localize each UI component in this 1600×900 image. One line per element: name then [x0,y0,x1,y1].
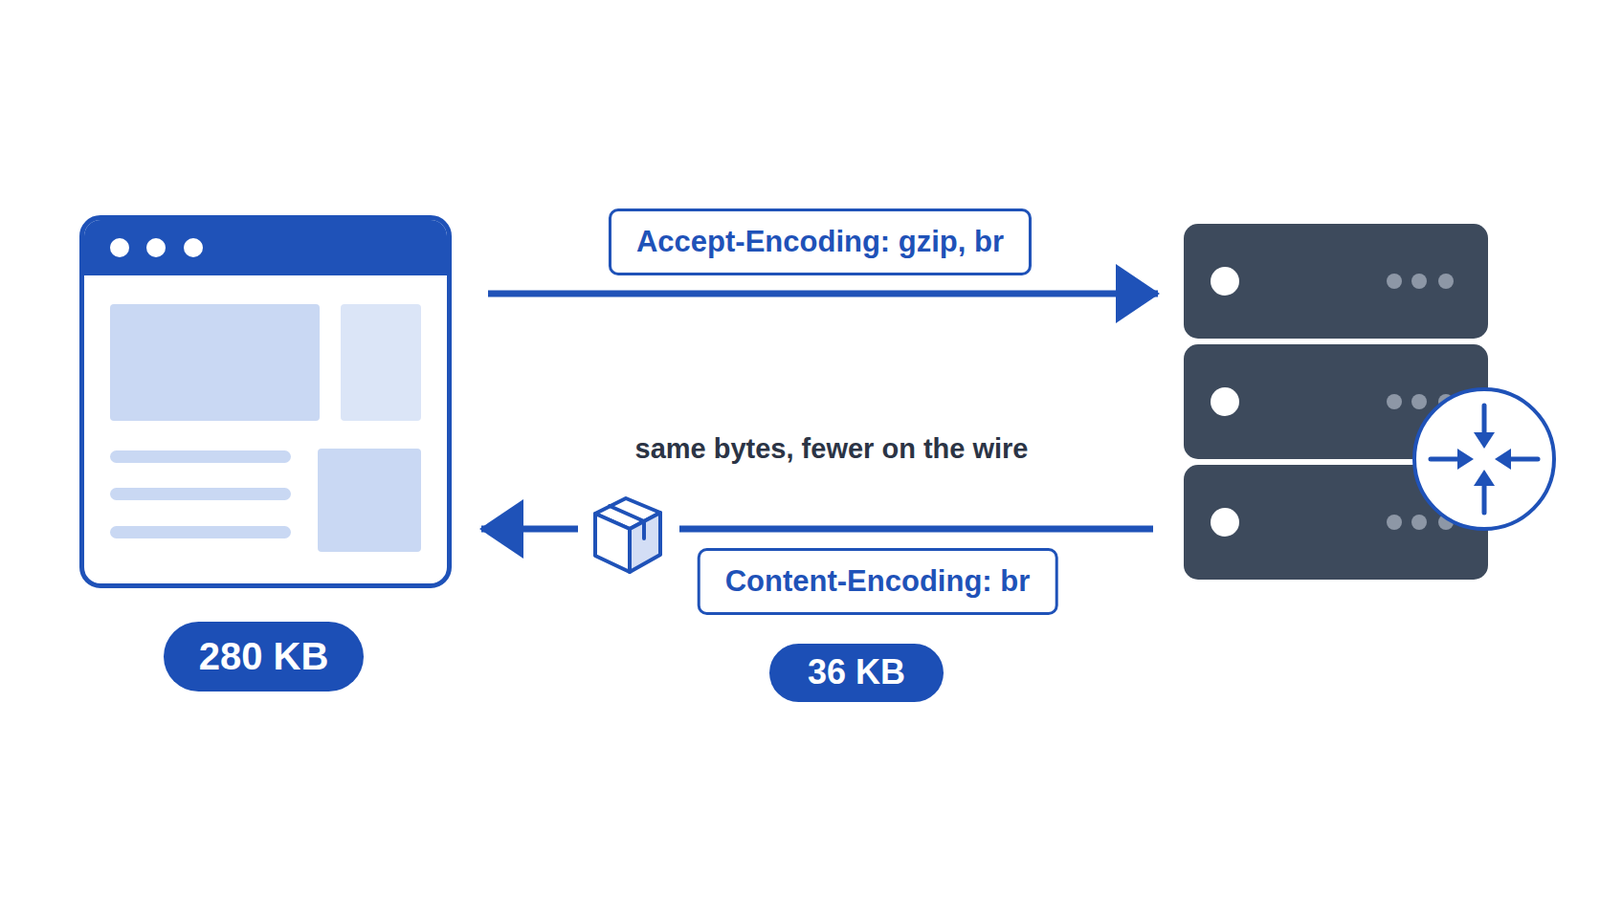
server-led [1210,508,1240,537]
compress-arrow-head [1473,469,1495,487]
compression-icon [1407,382,1561,536]
compress-arrow [1507,457,1538,463]
server-dot [1411,394,1427,410]
compress-arrow-head [1473,432,1495,449]
server-dot [1411,514,1427,531]
line-gap [577,489,680,584]
server-led [1210,387,1240,417]
text-line [110,488,291,501]
package-left [595,513,630,573]
content-block [317,448,422,553]
content-block [340,304,422,422]
compress-arrow-head [1457,448,1474,470]
header-label: Content-Encoding: br [697,548,1059,616]
window-dot [146,238,166,258]
window-dot [183,238,203,258]
package-tape [609,506,645,539]
compression-circle [1414,389,1555,530]
browser-window [79,215,452,589]
server-dot [1411,273,1427,289]
compress-arrow [1482,405,1488,437]
package-icon [595,498,661,573]
text-line [110,450,291,464]
compress-arrow [1430,457,1462,463]
size-pill: 36 KB [769,644,944,703]
server-led [1210,266,1240,296]
text-line [110,526,291,539]
window-dot [110,238,130,258]
server-node [1183,223,1489,580]
compress-arrow [1482,482,1488,513]
server-dot [1386,514,1402,531]
caption-note: same bytes, fewer on the wire [635,433,1029,466]
http-arrow [488,290,1158,298]
server-unit [1183,223,1489,339]
header-label: Accept-Encoding: gzip, br [608,208,1032,276]
server-dot [1386,273,1402,289]
server-dot [1438,273,1454,289]
size-pill: 280 KB [163,622,364,692]
browser-window-node: 280 KB [79,215,452,692]
window-titlebar [84,220,447,276]
compress-arrow-head [1494,448,1512,470]
content-block [110,304,320,422]
server-dot [1386,394,1402,410]
